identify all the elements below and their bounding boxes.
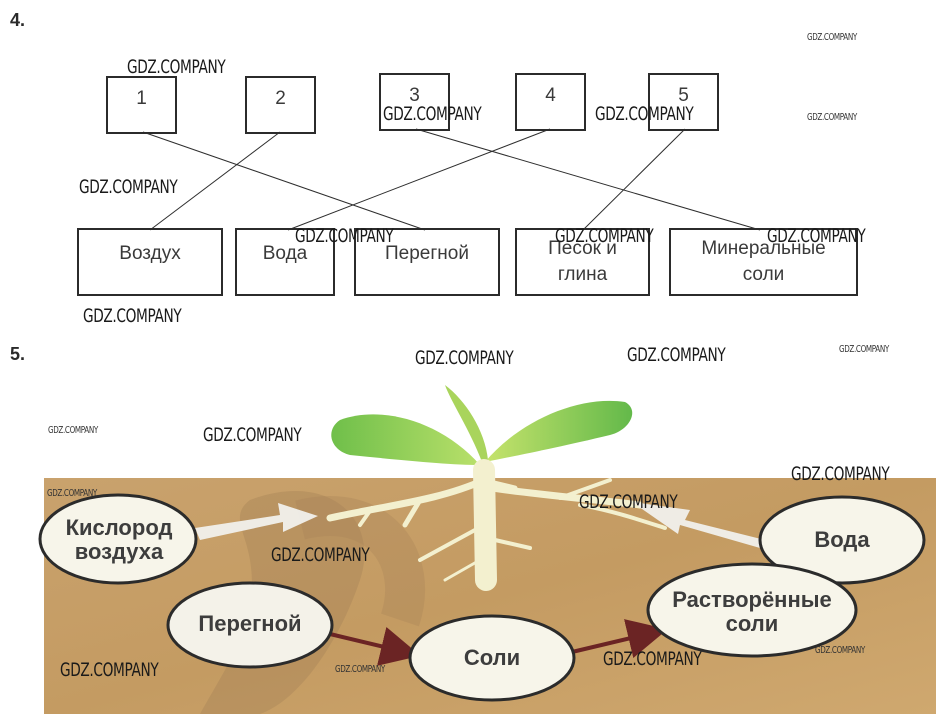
watermark: GDZ.COMPANY [415,347,514,369]
number-box-4: 4 [515,73,586,131]
watermark: GDZ.COMPANY [627,344,726,366]
watermark: GDZ.COMPANY [203,424,302,446]
root-system [326,459,667,591]
watermark: GDZ.COMPANY [335,664,385,675]
number-label: 1 [136,88,147,109]
watermark: GDZ.COMPANY [555,225,654,247]
number-label: 5 [678,85,689,106]
number-label: 4 [545,85,556,106]
word-box-peregnoy: Перегной [354,228,500,296]
salts-to-dissolved-arrow [571,619,668,659]
watermark: GDZ.COMPANY [127,56,226,78]
watermark: GDZ.COMPANY [83,305,182,327]
watermark: GDZ.COMPANY [271,544,370,566]
watermark: GDZ.COMPANY [791,463,890,485]
word-box-voda: Вода [235,228,335,296]
watermark: GDZ.COMPANY [295,225,394,247]
left-leaf [331,414,480,465]
watermark: GDZ.COMPANY [595,103,694,125]
oxygen-label: Кислород воздуха [44,516,194,564]
number-label: 2 [275,88,286,109]
word-label: Воздух [119,243,181,264]
word-label: Песок и глина [548,238,617,285]
word-box-sand-clay: Песок и глина [515,228,650,296]
watermark: GDZ.COMPANY [48,425,98,436]
word-label: Перегной [385,243,469,264]
dissolved-label-line1: Растворённые [672,587,832,612]
dissolved-label-line2: соли [725,611,779,636]
dissolved-salts-label: Растворённые соли [650,588,854,636]
water-to-roots-arrow [632,502,765,548]
number-box-3: 3 [379,73,450,131]
line-1-to-peregnoy [142,131,426,231]
center-leaf [445,385,488,462]
dissolved-salts-ellipse [646,562,858,658]
watermark: GDZ.COMPANY [47,488,97,499]
watermark: GDZ.COMPANY [807,32,857,43]
number-box-1: 1 [106,76,177,134]
humus-label: Перегной [198,611,302,636]
oxygen-to-roots-arrow [195,503,318,540]
watermark: GDZ.COMPANY [60,659,159,681]
line-5-to-sand-clay [582,128,686,231]
task4-connection-lines [142,128,761,231]
watermark: GDZ.COMPANY [815,645,865,656]
oxygen-label-line1: Кислород [65,515,173,540]
watermark: GDZ.COMPANY [767,225,866,247]
word-box-mineral-salts: Минеральные соли [669,228,858,296]
word-label: Минеральные соли [701,238,826,285]
number-label: 3 [409,85,420,106]
line-4-to-voda [287,128,551,231]
watermark: GDZ.COMPANY [807,112,857,123]
right-leaf [485,400,633,462]
task-4-number: 4. [10,10,26,30]
water-label: Вода [814,527,870,552]
word-label: Вода [262,243,308,264]
watermark: GDZ.COMPANY [79,176,178,198]
task-5-number: 5. [10,344,26,364]
salts-label: Соли [463,645,521,670]
watermark: GDZ.COMPANY [383,103,482,125]
humus-to-salts-arrow [329,626,421,666]
oxygen-label-line2: воздуха [74,539,164,564]
watermark: GDZ.COMPANY [603,648,702,670]
watermark: GDZ.COMPANY [839,344,889,355]
water-ellipse [758,495,926,585]
word-box-vozdukh: Воздух [77,228,223,296]
line-3-to-mineral-salts [415,128,761,231]
number-box-5: 5 [648,73,719,131]
line-2-to-vozdukh [149,131,281,231]
humus-ellipse [166,581,334,669]
number-box-2: 2 [245,76,316,134]
salts-ellipse [408,614,576,702]
oxygen-ellipse [38,493,198,585]
watermark: GDZ.COMPANY [579,491,678,513]
